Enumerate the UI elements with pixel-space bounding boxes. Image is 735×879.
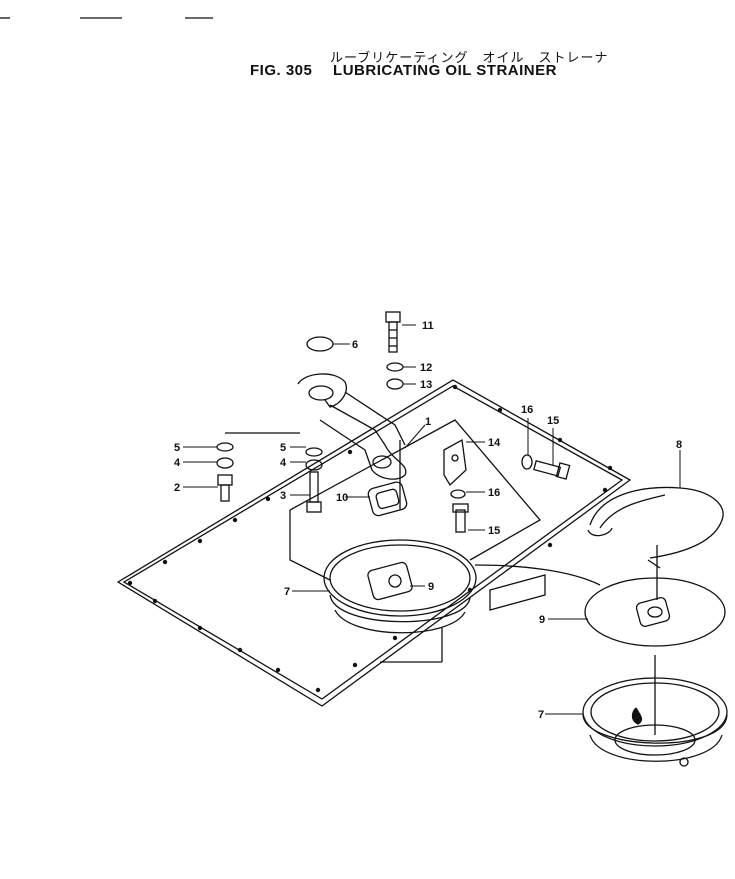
callout-9-right: 9	[539, 614, 545, 626]
elbow-pipe	[297, 373, 407, 510]
title-kana: ルーブリケーティング オイル ストレーナ	[330, 51, 609, 66]
installed-strainer	[323, 539, 601, 663]
part-callouts: 11 6 12 13 1 5 4 2 5 4 3 10 7 9 14 16 15…	[174, 320, 682, 721]
callout-5-left: 5	[174, 442, 180, 454]
washer-12	[386, 362, 404, 372]
bolt-11	[385, 311, 401, 353]
callout-7-right: 7	[538, 709, 544, 721]
leader-lines	[183, 324, 681, 715]
washer-13	[386, 378, 404, 390]
o-ring-6	[306, 336, 334, 352]
page-title: FIG. 305 LUBRICATING OIL STRAINER	[250, 62, 557, 79]
strainer-bowl-7	[582, 655, 728, 767]
callout-16-upper: 16	[521, 404, 533, 416]
callout-16-lower: 16	[488, 487, 500, 499]
callout-8: 8	[676, 439, 682, 451]
callout-4-mid: 4	[280, 457, 287, 469]
gasket-10	[367, 481, 408, 517]
callout-12: 12	[420, 362, 432, 374]
callout-10: 10	[336, 492, 348, 504]
callout-2: 2	[174, 482, 180, 494]
callout-15-upper: 15	[547, 415, 559, 427]
figure-title: LUBRICATING OIL STRAINER	[333, 62, 557, 79]
callout-5-mid: 5	[280, 442, 286, 454]
callout-9-left: 9	[428, 581, 434, 593]
callout-4-left: 4	[174, 457, 181, 469]
callout-1: 1	[425, 416, 431, 428]
base-plate	[116, 379, 632, 707]
callout-14: 14	[488, 437, 501, 449]
callout-11: 11	[422, 320, 434, 332]
callout-6: 6	[352, 339, 358, 351]
bracket-14	[443, 438, 571, 533]
callout-7-left: 7	[284, 586, 290, 598]
spring-clip-8	[587, 486, 724, 559]
callout-15-lower: 15	[488, 525, 500, 537]
callout-13: 13	[420, 379, 432, 391]
baffle-9	[584, 545, 726, 647]
callout-3: 3	[280, 490, 286, 502]
figure-number: FIG. 305	[250, 62, 313, 79]
